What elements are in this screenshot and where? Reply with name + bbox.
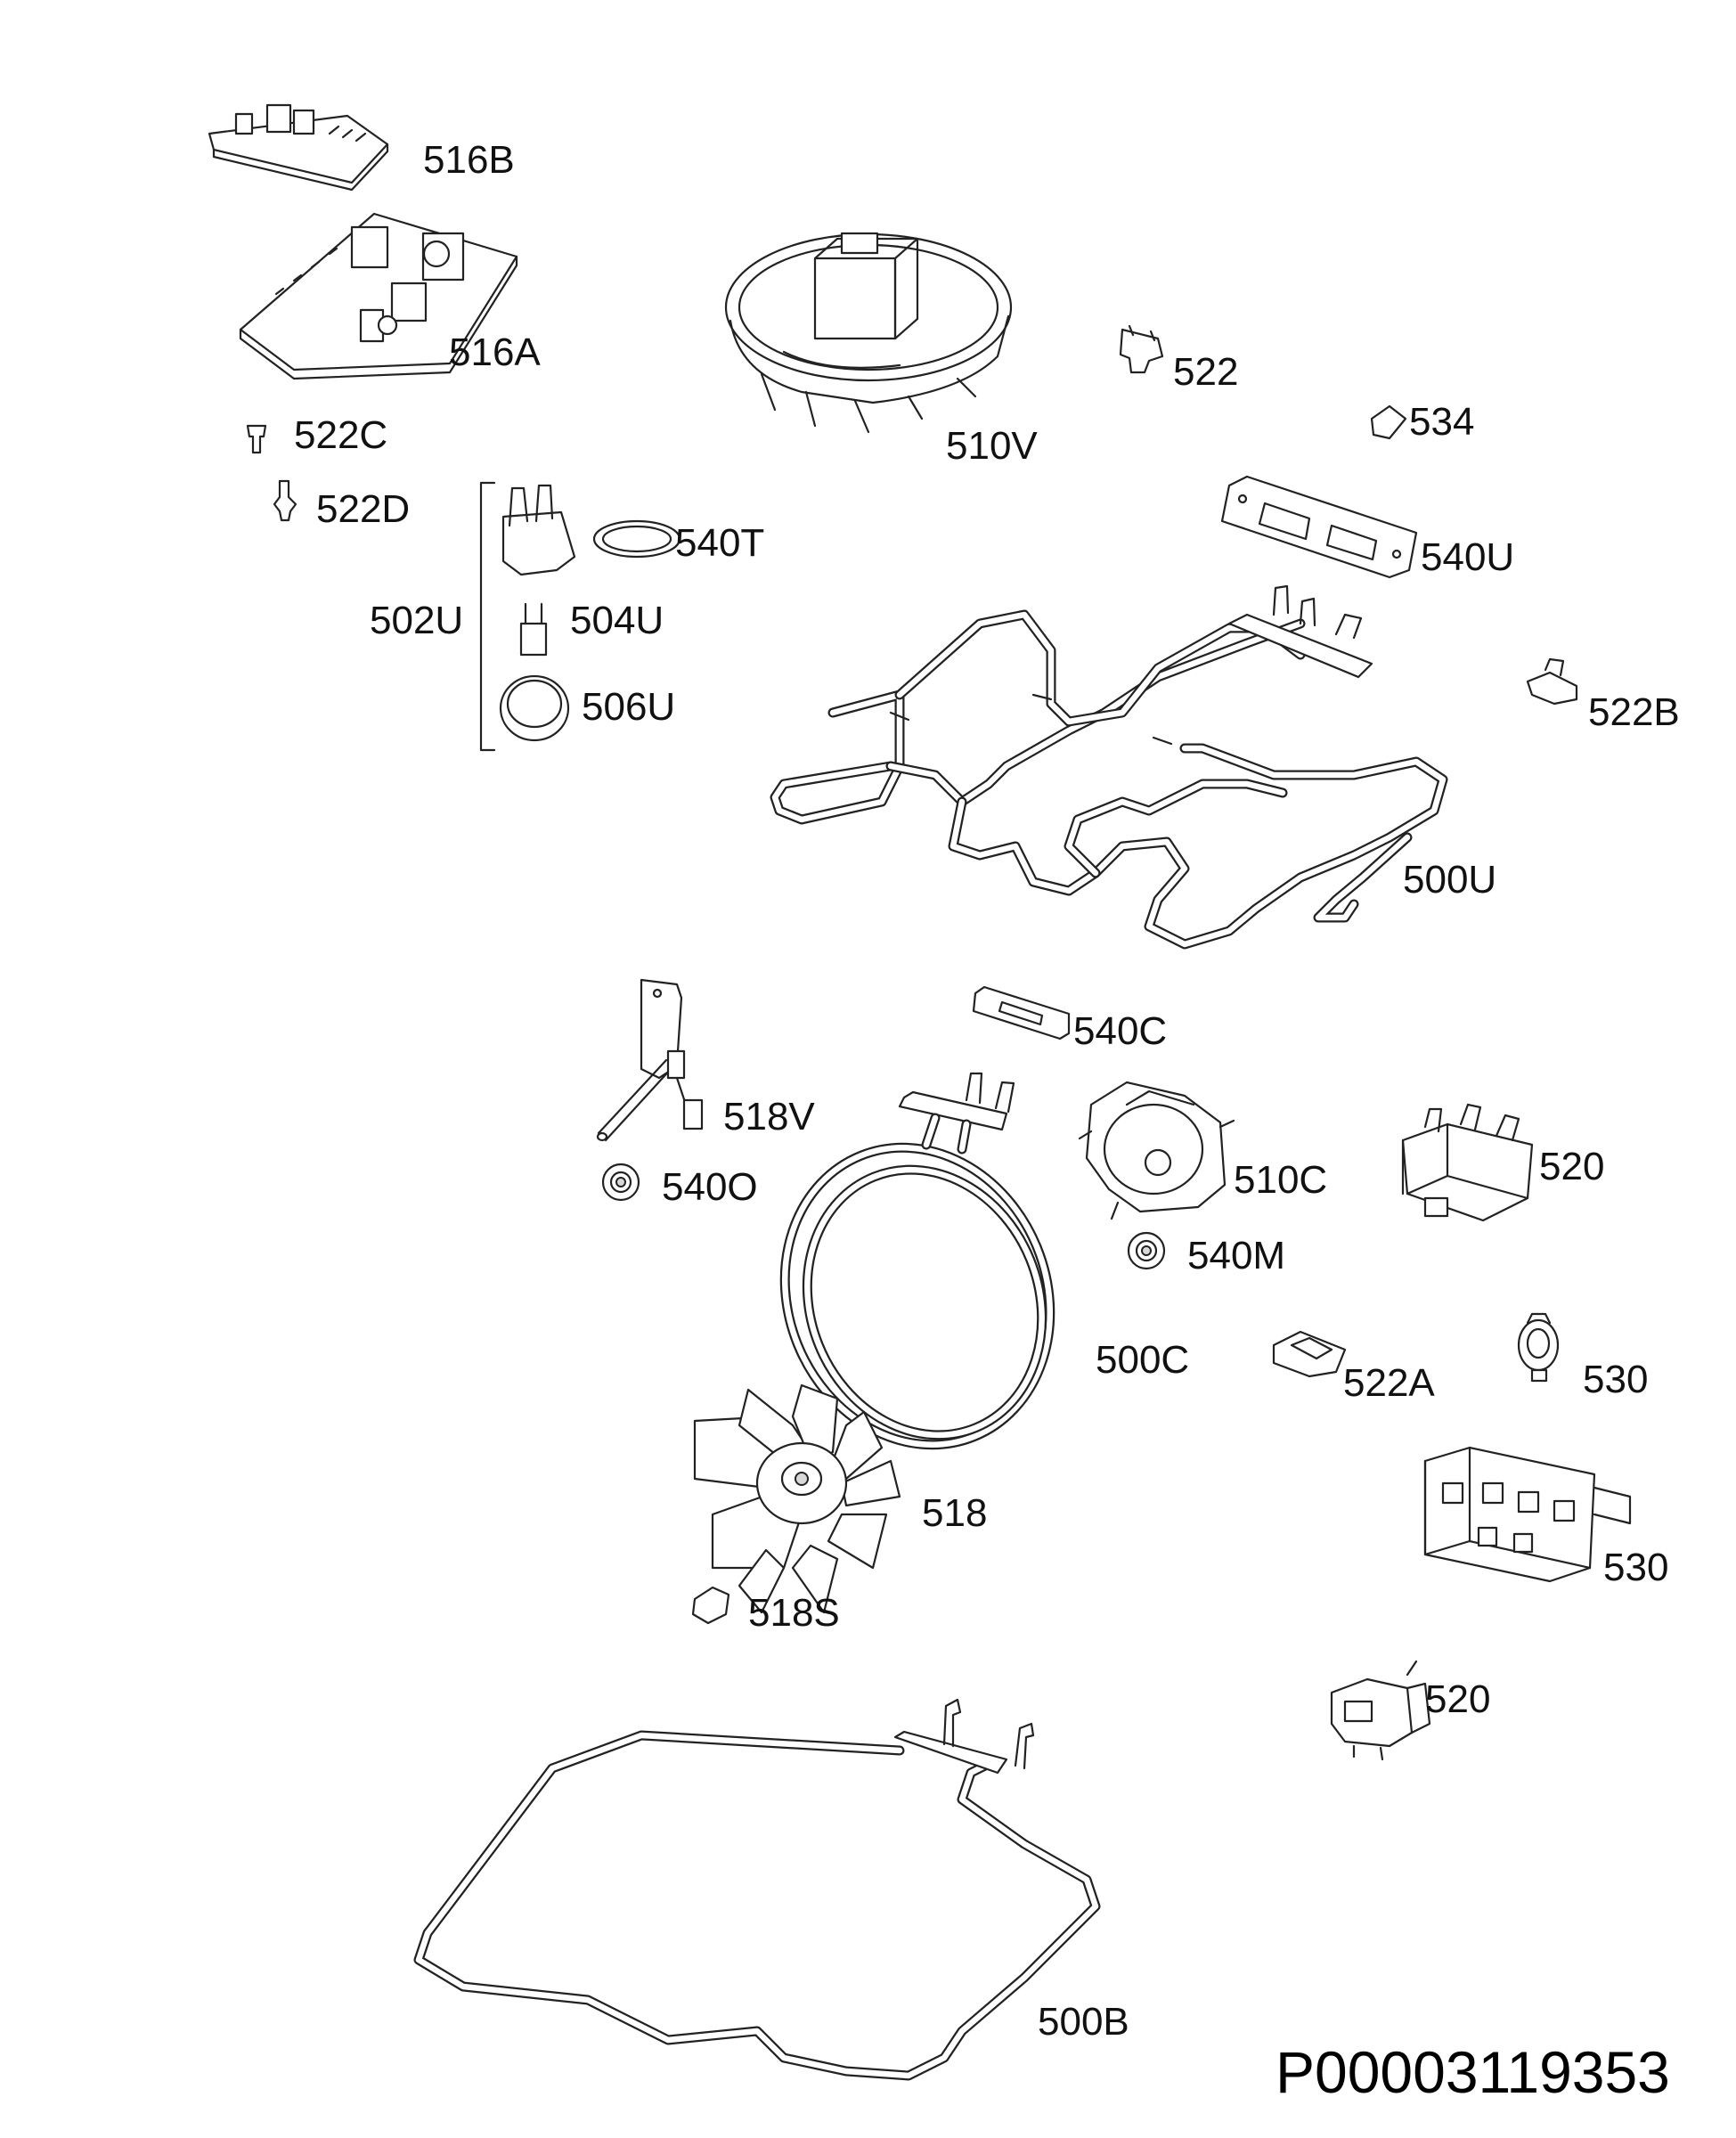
label-516A: 516A: [449, 330, 541, 374]
label-540U: 540U: [1421, 535, 1515, 579]
part-506U-drawing: [499, 674, 570, 742]
part-518-drawing: [596, 978, 704, 1142]
label-518: 518V: [723, 1095, 815, 1138]
part-522-drawing: [1517, 1312, 1560, 1383]
part-500U-drawing: [770, 584, 1448, 950]
label-534: 534: [1409, 400, 1475, 444]
part-540M-drawing: [1127, 1231, 1166, 1270]
label-540O: 540O: [662, 1165, 758, 1209]
part-530-drawing: [1423, 1446, 1632, 1583]
label-506U: 506U: [582, 685, 676, 729]
label-510V: 510V: [946, 424, 1038, 468]
label-513: 518S: [748, 1591, 840, 1635]
part-522A-drawing: [1526, 657, 1578, 706]
label-540M: 540M: [1187, 1234, 1286, 1277]
label-530: 530: [1603, 1546, 1669, 1589]
part-540T-drawing: [592, 519, 681, 559]
label-522: 530: [1583, 1358, 1649, 1401]
part-540O-drawing: [601, 1163, 640, 1202]
part-534-drawing: [1370, 404, 1407, 440]
label-522D: 522D: [316, 487, 411, 531]
part-500B-drawing: [413, 1698, 1101, 2081]
label-540T: 540T: [675, 521, 765, 565]
part-500C-drawing: [779, 1072, 1055, 1450]
part-510V-drawing: [724, 232, 1013, 434]
label-500B: 500B: [1038, 2000, 1129, 2044]
label-500C: 500C: [1096, 1338, 1190, 1382]
label-516B: 516B: [423, 138, 515, 182]
label-500U: 500U: [1403, 858, 1497, 902]
part-510C-drawing: [1078, 1081, 1235, 1220]
label-510C: 510C: [1234, 1158, 1328, 1202]
part-518V-drawing: [1119, 324, 1164, 374]
part-504U-drawing: [519, 602, 548, 657]
label-520: 520: [1425, 1677, 1491, 1721]
label-540C: 540C: [1073, 1009, 1168, 1053]
part-540U-drawing: [1220, 475, 1418, 579]
part-512-drawing: [693, 1383, 901, 1614]
part-518S-drawing: [1401, 1103, 1534, 1222]
part-lamp-holder-drawing: [501, 484, 576, 576]
part-540C-drawing: [972, 985, 1071, 1040]
label-522C: 522C: [294, 413, 388, 457]
part-513-drawing: [691, 1586, 730, 1625]
label-504U: 504U: [570, 599, 664, 642]
label-502U: 502U: [370, 599, 464, 642]
label-512: 518: [922, 1491, 988, 1535]
part-516A-drawing: [239, 212, 518, 380]
part-516B-drawing: [208, 103, 389, 192]
label-522B: 522A: [1343, 1361, 1435, 1405]
part-502U-bracket: [479, 481, 496, 752]
label-518S: 520: [1539, 1145, 1605, 1188]
label-518V: 522: [1173, 350, 1239, 394]
part-522D-drawing: [273, 479, 297, 522]
document-id: P00003119353: [1276, 2039, 1670, 2105]
label-522A: 522B: [1588, 690, 1680, 734]
part-522C-drawing: [246, 424, 267, 454]
part-522B-drawing: [1272, 1330, 1347, 1378]
part-520-drawing: [1330, 1660, 1431, 1761]
